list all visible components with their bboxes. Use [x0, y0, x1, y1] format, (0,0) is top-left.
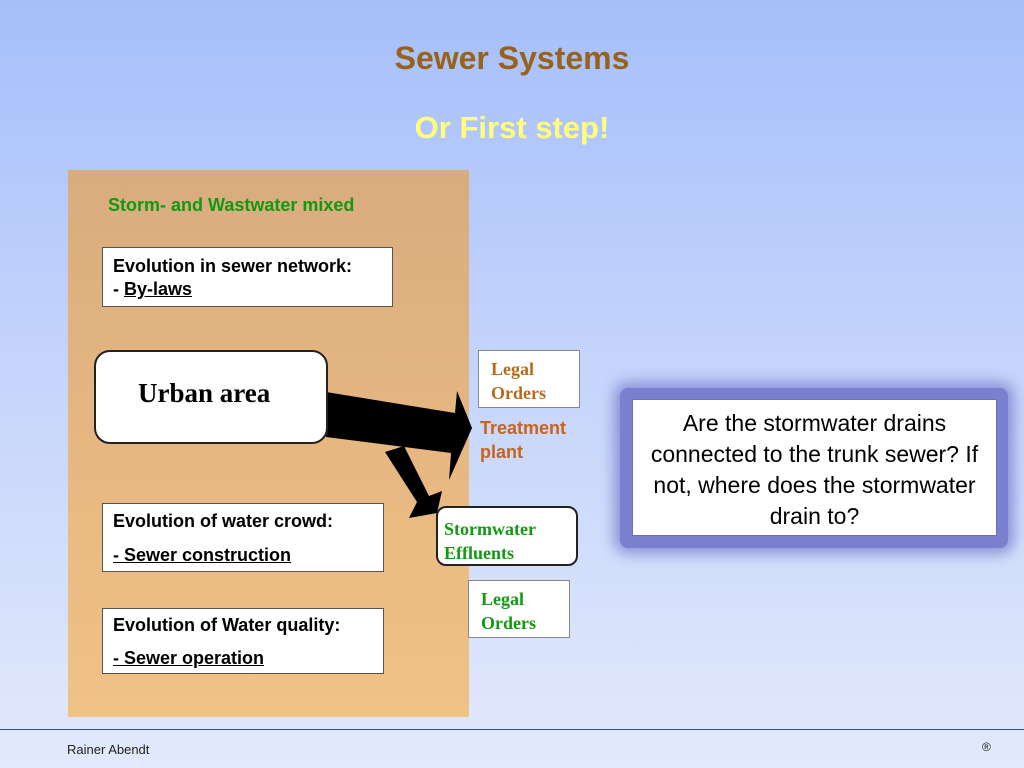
treatment-plant-label: Treatment plant	[480, 416, 566, 464]
water-crowd-box: Evolution of water crowd: - Sewer constr…	[102, 503, 384, 572]
question-callout: Are the stormwater drains connected to t…	[632, 399, 997, 536]
urban-area-box: Urban area	[94, 350, 328, 444]
main-flow-arrow	[326, 391, 472, 480]
bylaws-link[interactable]: By-laws	[124, 279, 193, 299]
footer-divider	[0, 729, 1024, 730]
legal-orders-stormwater-box: Legal Orders	[468, 580, 570, 638]
network-box-title: Evolution in sewer network:	[113, 256, 353, 276]
legal-top-line1: Legal	[491, 359, 534, 379]
stormwater-effluents-box: Stormwater Effluents	[436, 506, 578, 566]
registered-mark: ®	[982, 740, 991, 754]
sewer-operation-link[interactable]: - Sewer operation	[113, 648, 265, 668]
network-box-prefix: -	[113, 279, 124, 299]
legal-bottom-line1: Legal	[481, 589, 524, 609]
slide-subtitle: Or First step!	[414, 110, 610, 145]
sewer-construction-link[interactable]: - Sewer construction	[113, 545, 292, 565]
panel-heading: Storm- and Wastwater mixed	[108, 195, 355, 215]
legal-top-line2: Orders	[491, 383, 546, 403]
footer-author: Rainer Abendt	[67, 742, 150, 757]
slide-title: Sewer Systems	[394, 40, 630, 76]
water-quality-box: Evolution of Water quality: - Sewer oper…	[102, 608, 384, 674]
stormwater-flow-arrow	[385, 446, 442, 518]
treatment-line1: Treatment	[480, 418, 567, 438]
treatment-line2: plant	[480, 442, 523, 462]
crowd-box-title: Evolution of water crowd:	[113, 511, 334, 531]
network-evolution-box: Evolution in sewer network: - By-laws	[102, 247, 393, 307]
stormwater-line2: Effluents	[444, 543, 515, 563]
quality-box-title: Evolution of Water quality:	[113, 615, 341, 635]
stormwater-line1: Stormwater	[444, 519, 536, 539]
legal-bottom-line2: Orders	[481, 613, 536, 633]
legal-orders-treatment-box: Legal Orders	[478, 350, 580, 408]
